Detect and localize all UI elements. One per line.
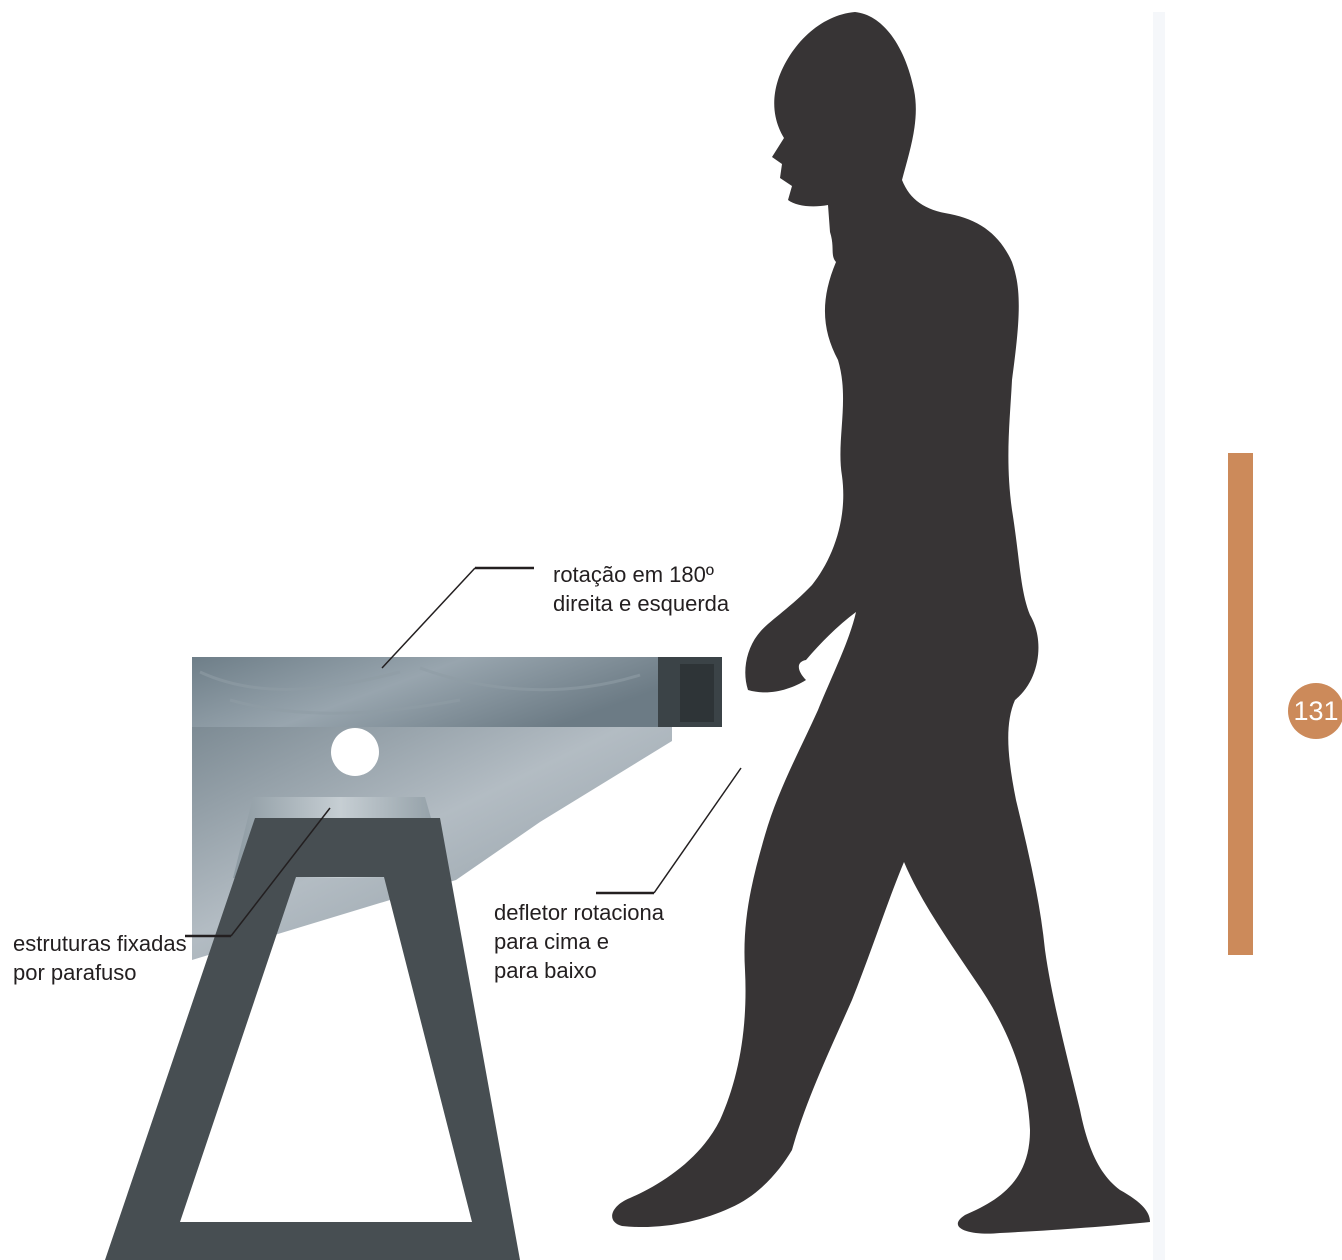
leader-deflector — [596, 768, 741, 893]
label-rotation-line-2: direita e esquerda — [553, 589, 729, 618]
label-rotation: rotação em 180º direita e esquerda — [553, 560, 729, 618]
page-edge-strip — [1153, 12, 1165, 1260]
pivot-hole — [331, 728, 379, 776]
human-silhouette — [612, 12, 1150, 1234]
label-rotation-line-1: rotação em 180º — [553, 560, 729, 589]
label-deflector-line-3: para baixo — [494, 956, 664, 985]
label-structures-line-2: por parafuso — [13, 958, 187, 987]
page-number: 131 — [1293, 696, 1338, 727]
label-deflector-line-1: defletor rotaciona — [494, 898, 664, 927]
label-structures-line-1: estruturas fixadas — [13, 929, 187, 958]
deflector — [658, 657, 722, 727]
rotating-head — [192, 657, 670, 727]
page-number-badge: 131 — [1288, 683, 1342, 739]
label-deflector: defletor rotaciona para cima e para baix… — [494, 898, 664, 985]
label-structures: estruturas fixadas por parafuso — [13, 929, 187, 987]
label-deflector-line-2: para cima e — [494, 927, 664, 956]
leader-rotation — [382, 568, 534, 668]
accent-side-bar — [1228, 453, 1253, 955]
